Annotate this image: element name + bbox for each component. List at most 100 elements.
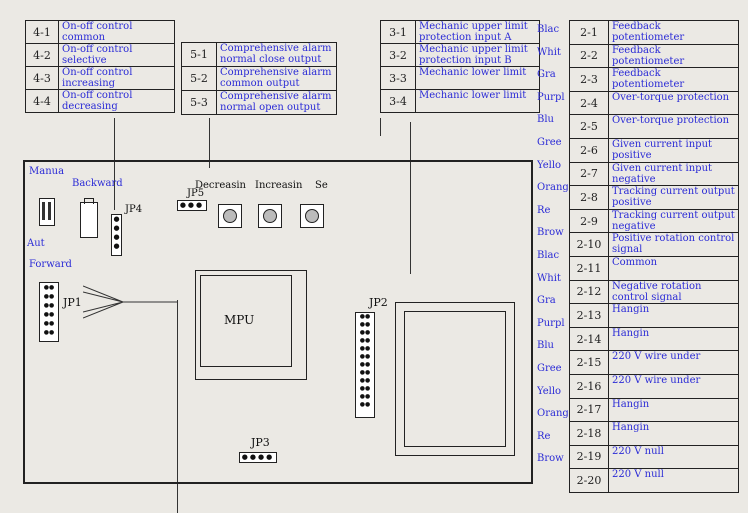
terminal-label: Over-torque protection	[608, 90, 739, 116]
set-button[interactable]	[300, 204, 324, 228]
terminal-number: 2-9	[569, 208, 609, 234]
terminal-number: 3-4	[380, 89, 416, 113]
terminal-number: 3-3	[380, 66, 416, 90]
control-board: Manua Backward Aut Forward JP4 ●●●● JP5 …	[23, 160, 533, 484]
terminal-number: 2-10	[569, 232, 609, 257]
terminal-number: 2-1	[569, 20, 609, 45]
wire-color-label: Whit	[537, 272, 561, 284]
terminal-number: 2-14	[569, 326, 609, 352]
wire-color-label: Gra	[537, 295, 556, 307]
auto-label: Aut	[27, 238, 45, 249]
terminal-number: 2-7	[569, 161, 609, 187]
line-t4	[114, 118, 115, 210]
terminal-number: 5-2	[181, 66, 217, 91]
terminal-label: 220 V null	[608, 444, 739, 470]
terminal-label: Tracking current output negative	[608, 208, 739, 234]
line-t3-v	[410, 122, 411, 274]
terminal-label: Comprehensive alarm common output	[216, 66, 337, 91]
terminal-number: 4-2	[25, 43, 59, 67]
wire-color-label: Blac	[537, 250, 560, 261]
terminal-label: Mechanic upper limit protection input B	[415, 43, 540, 67]
jp1-cable	[83, 285, 178, 319]
wire-color-label: Yello	[537, 159, 562, 171]
terminal-number: 2-12	[569, 279, 609, 305]
wire-color-label: Purpl	[537, 317, 565, 329]
wire-color-label: Blu	[537, 114, 554, 126]
wire-color-label: Re	[537, 204, 551, 216]
terminal-number: 2-3	[569, 67, 609, 92]
transformer	[395, 302, 515, 456]
line-t5	[209, 118, 210, 168]
terminal-number: 3-2	[380, 43, 416, 67]
terminal-number: 2-13	[569, 303, 609, 328]
jp4-header: ●●●●	[111, 214, 122, 256]
wire-color-label: Gree	[537, 363, 562, 374]
wire-color-label: Blac	[537, 24, 560, 35]
jp2-header: ●●●●●●●●●●●●●●●●●●●●●●●●	[355, 312, 375, 418]
terminal-number: 2-19	[569, 444, 609, 470]
terminal-label: Comprehensive alarm normal close output	[216, 42, 337, 67]
terminal-label: Tracking current output positive	[608, 185, 739, 210]
terminal-number: 2-4	[569, 90, 609, 116]
terminal-number: 2-20	[569, 468, 609, 493]
terminal-number: 4-1	[25, 20, 59, 44]
terminal-label: Over-torque protection	[608, 114, 739, 139]
mode-switch[interactable]	[39, 198, 55, 226]
decrease-button[interactable]	[218, 204, 242, 228]
terminal-label: Mechanic upper limit protection input A	[415, 20, 540, 44]
wire-color-label: Brow	[537, 227, 564, 239]
terminal-number: 2-2	[569, 43, 609, 69]
terminal-number: 5-3	[181, 90, 217, 115]
mpu-label: MPU	[224, 313, 255, 327]
wire-color-label: Gree	[537, 137, 562, 148]
terminal-number: 2-15	[569, 350, 609, 375]
terminal-number: 2-17	[569, 397, 609, 423]
terminal-label: 220 V null	[608, 468, 739, 493]
terminal-label: Mechanic lower limit	[415, 89, 540, 113]
terminal-label: Feedback potentiometer	[608, 43, 739, 69]
wire-color-label: Orang	[537, 408, 568, 420]
jp4-label: JP4	[125, 204, 143, 215]
jp5-header: ●●●	[177, 200, 207, 211]
terminal-number: 4-3	[25, 66, 59, 90]
terminal-number: 2-5	[569, 114, 609, 139]
terminal-label: Common	[608, 255, 739, 281]
increase-label: Increasin	[255, 180, 303, 191]
terminal-label: Given current input positive	[608, 137, 739, 163]
terminal-label: Positive rotation control signal	[608, 232, 739, 257]
increase-button[interactable]	[258, 204, 282, 228]
terminal-number: 4-4	[25, 89, 59, 113]
jp3-label: JP3	[251, 436, 270, 449]
mpu-chip: MPU	[195, 270, 307, 380]
direction-switch[interactable]	[80, 198, 98, 238]
decrease-label: Decreasin	[195, 180, 246, 191]
terminal-number: 2-11	[569, 255, 609, 281]
forward-label: Forward	[29, 259, 72, 270]
wire-color-label: Gra	[537, 69, 556, 81]
jp2-label: JP2	[369, 296, 388, 309]
